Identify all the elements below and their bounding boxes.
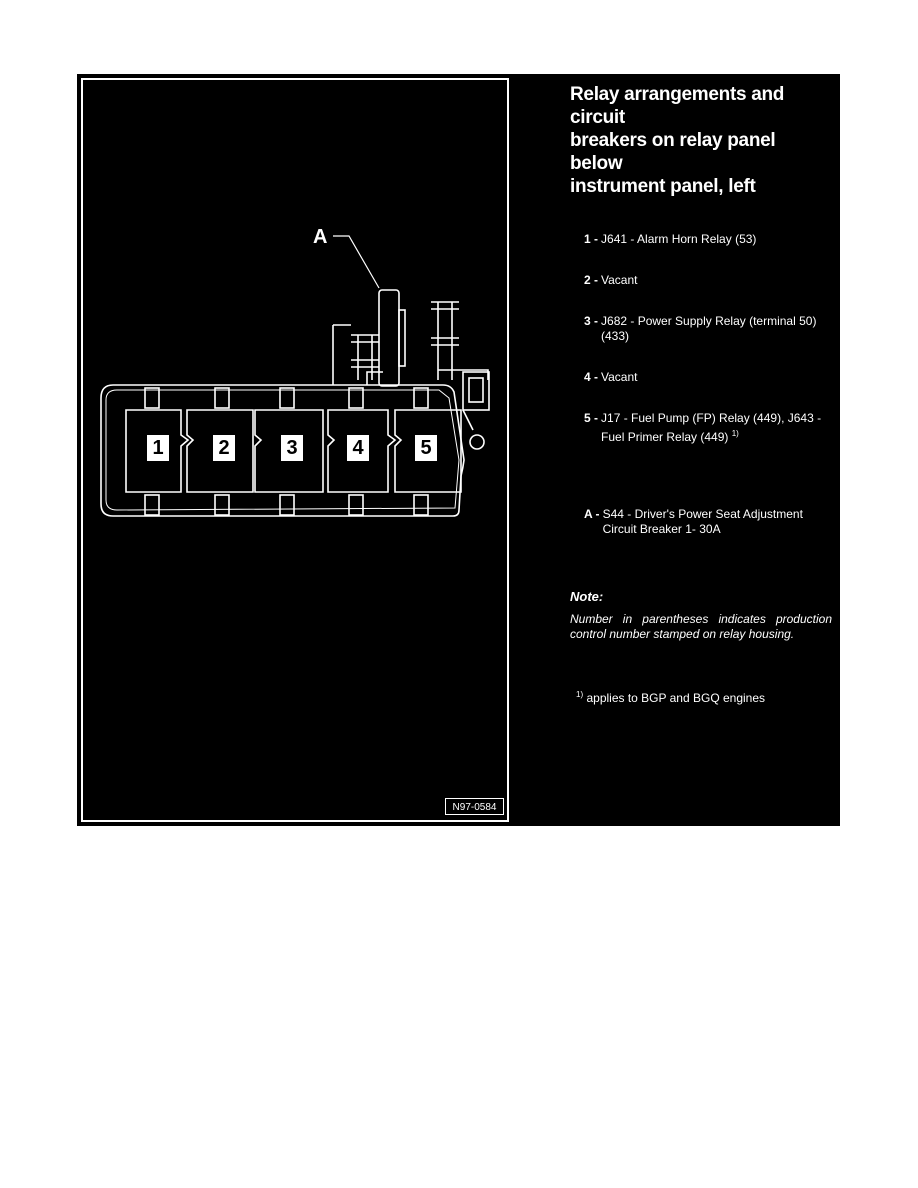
note-title: Note:: [570, 589, 604, 604]
legend-item-text: J641 - Alarm Horn Relay (53): [601, 232, 757, 246]
relay-panel-inner-outline: [105, 389, 460, 511]
figure-code-label: N97-0584: [445, 798, 504, 815]
legend-item-text: Vacant: [601, 370, 638, 384]
legend-panel: Relay arrangements and circuit breakers …: [570, 83, 832, 705]
legend-item-4: 4 - Vacant: [584, 370, 832, 385]
legend-item-text: J682 - Power Supply Relay (terminal 50) …: [601, 314, 817, 343]
relay-bodies: [125, 409, 462, 493]
figure-frame: A 1 2 3 4 5 N97-0584 Relay arrangements …: [77, 74, 840, 826]
relay-label-2: 2: [213, 435, 235, 461]
legend-item-text: J17 - Fuel Pump (FP) Relay (449), J643 -…: [601, 411, 832, 445]
legend-item-num: 4 -: [584, 370, 599, 384]
footnote-marker: 1): [576, 690, 584, 699]
footnote: 1) applies to BGP and BGQ engines: [576, 690, 832, 705]
legend-item-num: 3 -: [584, 314, 599, 328]
legend-item-num: 2 -: [584, 273, 599, 287]
callout-line-a: [333, 235, 380, 289]
legend-title: Relay arrangements and circuit breakers …: [570, 83, 832, 198]
footnote-marker: 1): [731, 429, 739, 438]
legend-item-3: 3 - J682 - Power Supply Relay (terminal …: [584, 314, 832, 344]
right-connector: [366, 301, 490, 450]
relay-panel-drawing: [100, 235, 490, 517]
relay-label-3: 3: [281, 435, 303, 461]
relay-label-5: 5: [415, 435, 437, 461]
callout-label-a: A: [313, 226, 328, 248]
legend-item-5: 5 - J17 - Fuel Pump (FP) Relay (449), J6…: [584, 411, 832, 445]
relay-panel-outline: [100, 384, 465, 517]
legend-item-2: 2 - Vacant: [584, 273, 832, 288]
relay-label-4: 4: [347, 435, 369, 461]
legend-item-num: 1 -: [584, 232, 599, 246]
note-text: Number in parentheses indicates producti…: [570, 612, 832, 641]
relay-clips: [144, 387, 429, 516]
relay-label-1: 1: [147, 435, 169, 461]
legend-item-text-body: J17 - Fuel Pump (FP) Relay (449), J643 -…: [601, 411, 822, 444]
legend-item-num: A -: [584, 507, 600, 521]
circuit-breaker-a: [332, 289, 406, 387]
legend-title-line: instrument panel, left: [570, 176, 756, 197]
legend-title-line: breakers on relay panel below: [570, 130, 776, 174]
legend-title-line: Relay arrangements and circuit: [570, 84, 785, 128]
footnote-text: applies to BGP and BGQ engines: [586, 691, 766, 705]
relay-panel-diagram: A 1 2 3 4 5 N97-0584: [81, 78, 509, 822]
legend-item-1: 1 - J641 - Alarm Horn Relay (53): [584, 232, 832, 247]
legend-item-num: 5 -: [584, 411, 599, 425]
legend-item-text: S44 - Driver's Power Seat Adjustment Cir…: [602, 507, 803, 536]
legend-item-a: A - S44 - Driver's Power Seat Adjustment…: [584, 507, 832, 537]
legend-item-text: Vacant: [601, 273, 638, 287]
